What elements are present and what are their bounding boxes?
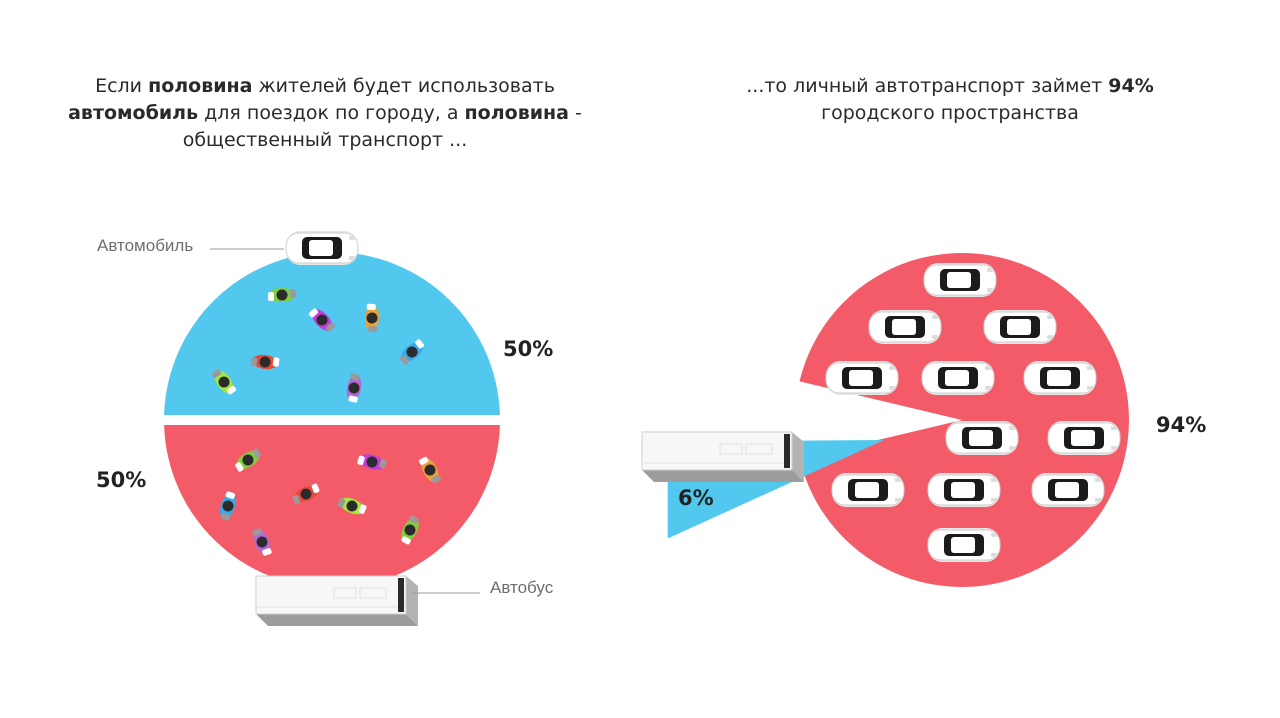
person-arm xyxy=(326,322,336,332)
person-arm xyxy=(290,289,296,298)
title-part: ...то личный автотранспорт займет xyxy=(746,75,1109,97)
person-arm xyxy=(379,458,387,469)
bus-icon xyxy=(255,575,419,627)
car-icon xyxy=(1023,360,1097,396)
person-arm xyxy=(350,373,360,381)
person-arm xyxy=(418,456,429,465)
title-part: Если xyxy=(95,75,149,97)
left-bottom-slice-value: 50% xyxy=(96,468,147,492)
person-head xyxy=(406,346,418,358)
person-icon xyxy=(364,303,380,333)
car-icon xyxy=(1031,472,1105,508)
car-icon xyxy=(927,527,1001,563)
person-icon xyxy=(252,528,272,556)
person-arm xyxy=(368,325,378,333)
car-icon xyxy=(945,420,1019,456)
left-chart-title: Если половина жителей будет использовать… xyxy=(40,73,610,154)
person-head xyxy=(300,488,312,500)
title-part: для поездок по городу, а xyxy=(198,102,465,124)
person-icon xyxy=(268,288,296,302)
left-bottom-slice xyxy=(164,425,500,589)
car-icon xyxy=(983,309,1057,345)
person-arm xyxy=(409,515,419,524)
right-small-slice-value: 6% xyxy=(678,486,714,510)
car-icon xyxy=(921,360,995,396)
person-head xyxy=(366,456,378,468)
person-arm xyxy=(308,308,318,318)
person-icon xyxy=(220,491,236,521)
left-top-slice-value: 50% xyxy=(503,337,554,361)
person-arm xyxy=(337,498,346,508)
car-icon xyxy=(1047,420,1121,456)
person-arm xyxy=(357,455,365,466)
person-arm xyxy=(250,357,258,367)
person-head xyxy=(259,356,271,368)
car-icon xyxy=(825,360,899,396)
person-icon xyxy=(292,483,320,505)
person-arm xyxy=(431,475,442,484)
person-icon xyxy=(401,515,419,545)
person-arm xyxy=(268,292,274,301)
title-part: 94% xyxy=(1108,75,1154,97)
person-head xyxy=(256,536,268,548)
person-head xyxy=(242,454,254,466)
title-part: половина xyxy=(464,102,569,124)
car-icon xyxy=(868,309,942,345)
title-part: жителей будет использовать xyxy=(252,75,555,97)
person-arm xyxy=(226,385,237,395)
right-chart-title: ...то личный автотранспорт займет 94% го… xyxy=(690,73,1210,127)
title-part: половина xyxy=(148,75,253,97)
person-arm xyxy=(358,504,367,514)
car-icon xyxy=(927,472,1001,508)
car-icon xyxy=(831,472,905,508)
person-arm xyxy=(220,513,231,521)
person-head xyxy=(366,312,378,324)
person-head xyxy=(316,314,328,326)
right-large-slice-value: 94% xyxy=(1156,413,1207,437)
person-icon xyxy=(235,448,261,472)
person-icon xyxy=(400,339,424,365)
person-arm xyxy=(415,339,424,349)
person-arm xyxy=(401,536,411,545)
bus-icon xyxy=(641,431,805,483)
person-arm xyxy=(225,491,236,499)
person-arm xyxy=(400,355,409,365)
person-head xyxy=(404,524,416,536)
person-head xyxy=(222,500,234,512)
person-arm xyxy=(262,548,272,556)
person-head xyxy=(276,289,288,301)
car-icon xyxy=(285,230,359,266)
person-arm xyxy=(272,357,280,367)
person-icon xyxy=(346,373,362,403)
person-icon xyxy=(357,454,387,470)
person-head xyxy=(424,464,436,476)
title-part: автомобиль xyxy=(68,102,199,124)
person-arm xyxy=(252,448,261,458)
person-head xyxy=(348,382,360,394)
person-head xyxy=(218,376,230,388)
bus-label: Автобус xyxy=(490,578,554,597)
title-part: городского пространства xyxy=(821,102,1079,124)
person-icon xyxy=(250,354,280,370)
person-icon xyxy=(308,308,336,332)
person-arm xyxy=(235,462,244,472)
person-arm xyxy=(348,395,358,403)
title-part: - общественный транспорт ... xyxy=(182,102,582,151)
person-arm xyxy=(311,483,320,494)
person-head xyxy=(346,500,358,512)
person-icon xyxy=(418,456,442,484)
person-arm xyxy=(292,494,301,505)
person-arm xyxy=(366,303,376,311)
person-arm xyxy=(211,369,222,379)
left-top-slice xyxy=(164,251,500,415)
person-icon xyxy=(337,497,367,515)
car-label: Автомобиль xyxy=(97,236,194,255)
person-arm xyxy=(252,528,262,536)
person-icon xyxy=(211,369,237,395)
car-icon xyxy=(923,262,997,298)
